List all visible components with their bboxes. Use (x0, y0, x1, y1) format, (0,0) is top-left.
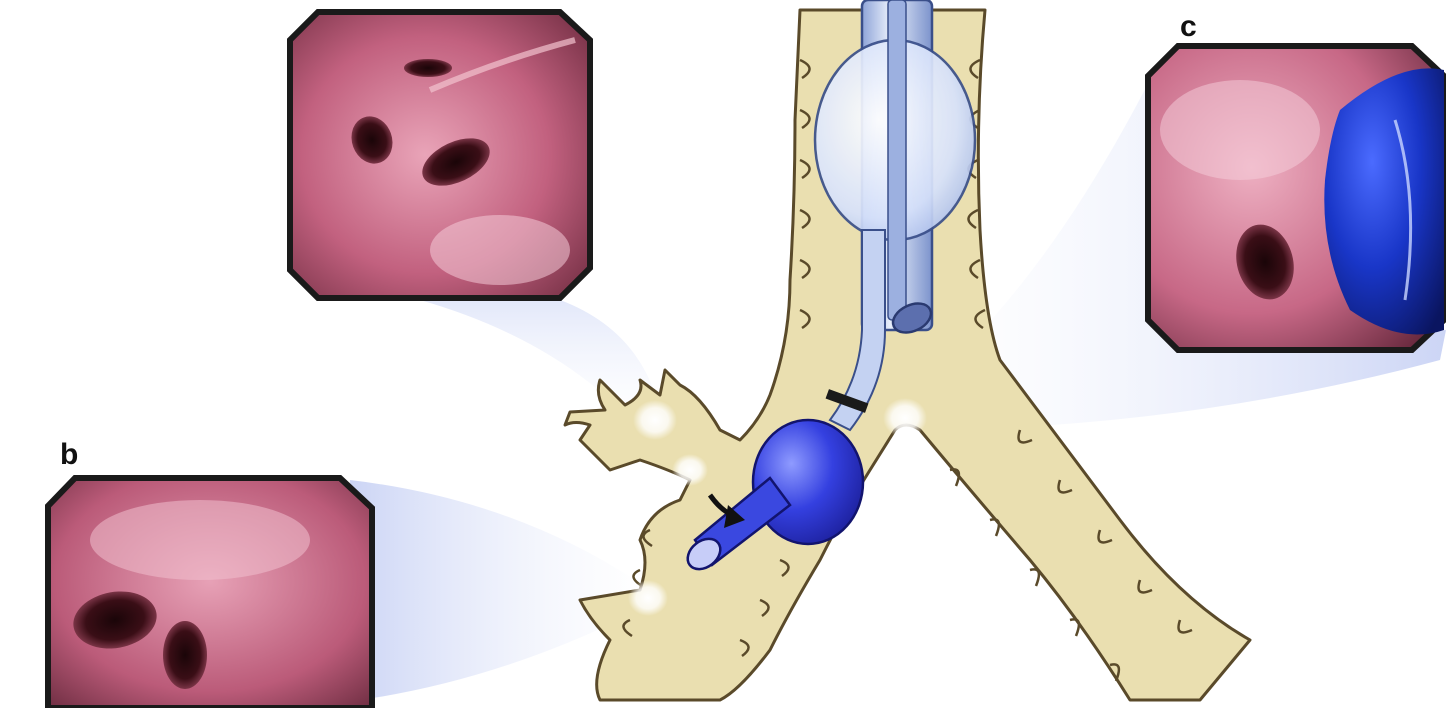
bronchoscopy-panel-a (290, 12, 590, 298)
bronchoscopy-panel-b: b (48, 438, 372, 708)
panel-b-highlight (90, 500, 310, 580)
bronchoscopy-panel-c: c (1148, 10, 1444, 350)
panel-a-lumen-top (404, 59, 452, 77)
light-spot-mid (672, 454, 708, 486)
panel-c-highlight (1160, 80, 1320, 180)
light-spot-right (883, 398, 927, 438)
light-spot-lower (628, 580, 668, 616)
tube-lumen (888, 0, 906, 320)
panel-label-c: c (1180, 10, 1197, 43)
light-spot-upper (633, 400, 677, 440)
panel-label-b: b (60, 438, 78, 471)
panel-a-highlight (430, 215, 570, 285)
panel-b-lumen-right (163, 621, 207, 689)
